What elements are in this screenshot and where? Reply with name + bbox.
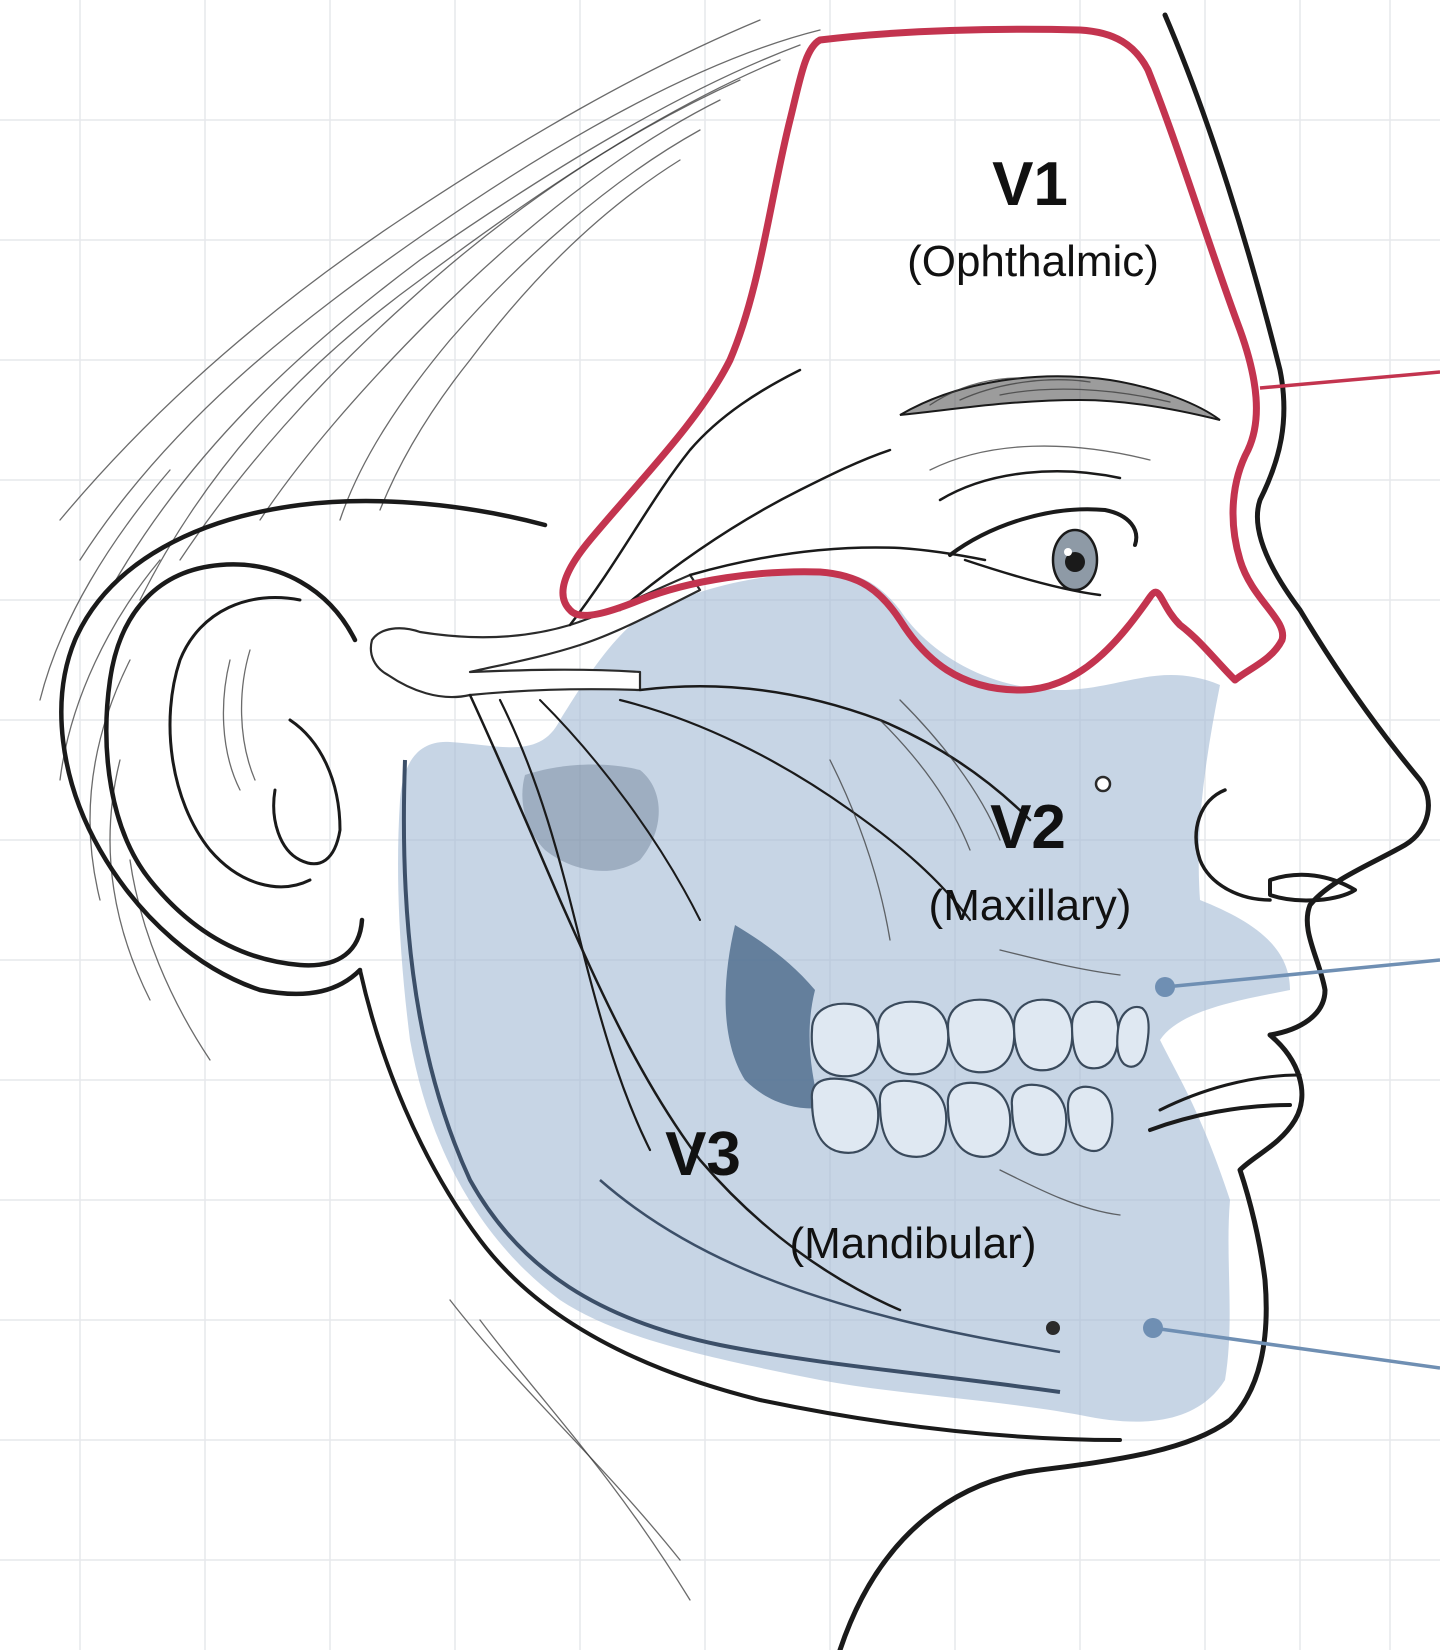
mental-foramen [1046, 1321, 1060, 1335]
v3-label: V3 [665, 1120, 741, 1189]
v1-sublabel: (Ophthalmic) [907, 237, 1159, 286]
v2-label: V2 [990, 793, 1066, 862]
v1-label: V1 [992, 150, 1068, 219]
infraorbital-foramen [1096, 777, 1110, 791]
eye [930, 446, 1150, 595]
v2-sublabel: (Maxillary) [929, 881, 1132, 930]
ear [106, 564, 362, 965]
nose-wing [1196, 790, 1270, 900]
v3-leader-dot [1143, 1318, 1163, 1338]
v1-leader-line [1260, 372, 1440, 388]
v3-sublabel: (Mandibular) [790, 1219, 1037, 1268]
neck-shading [450, 1300, 680, 1560]
eyebrow [900, 376, 1220, 420]
v2-leader-dot [1155, 977, 1175, 997]
